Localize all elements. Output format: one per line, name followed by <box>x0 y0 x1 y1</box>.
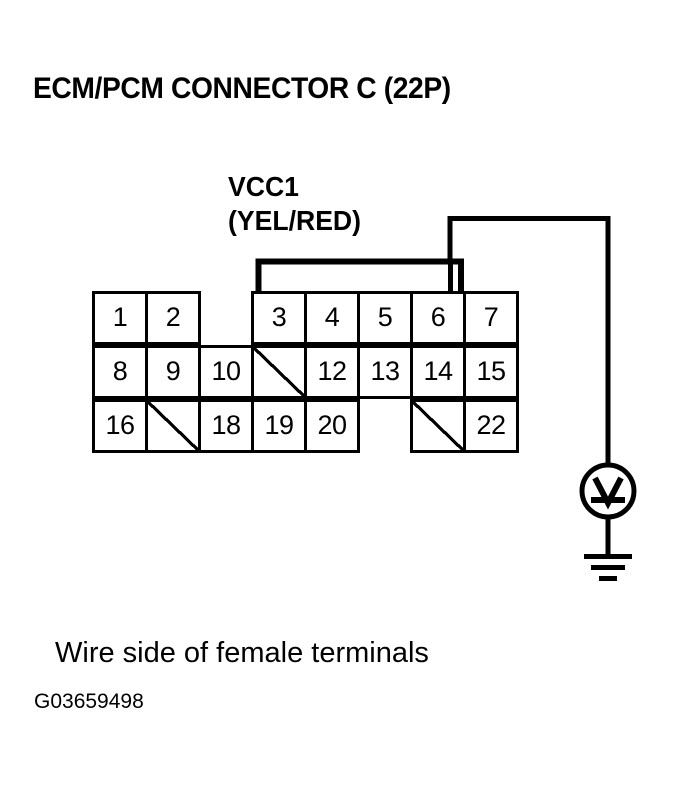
voltmeter-symbol <box>579 462 637 556</box>
terminal-number: 16 <box>105 409 135 440</box>
terminal-cell[interactable]: 10 <box>198 345 254 399</box>
terminal-row-2: 8 9 10 12 13 14 15 <box>92 345 519 399</box>
terminal-number: 9 <box>165 355 181 386</box>
terminal-cell[interactable]: 20 <box>304 399 360 453</box>
terminal-number: 7 <box>483 301 499 332</box>
connector-hood <box>255 258 464 291</box>
terminal-cell[interactable]: 4 <box>304 291 360 345</box>
terminal-cell[interactable]: 22 <box>463 399 519 453</box>
terminal-number: 10 <box>211 355 241 386</box>
unused-terminal-cell <box>145 399 201 453</box>
terminal-cell[interactable]: 13 <box>357 345 413 399</box>
terminal-gap <box>357 399 413 453</box>
terminal-cell[interactable]: 14 <box>410 345 466 399</box>
terminal-number: 1 <box>112 301 128 332</box>
terminal-number: 13 <box>370 355 400 386</box>
terminal-number: 4 <box>324 301 340 332</box>
terminal-number: 12 <box>317 355 347 386</box>
terminal-number: 8 <box>112 355 128 386</box>
figure-caption: Wire side of female terminals <box>55 637 429 669</box>
terminal-cell[interactable]: 7 <box>463 291 519 345</box>
terminal-number: 22 <box>476 409 506 440</box>
figure-id: G03659498 <box>34 690 144 713</box>
terminal-row-1: 1 2 3 4 5 6 7 <box>92 291 519 345</box>
terminal-cell[interactable]: 16 <box>92 399 148 453</box>
signal-wire-color: (YEL/RED) <box>228 205 361 236</box>
terminal-cell[interactable]: 3 <box>251 291 307 345</box>
terminal-cell[interactable]: 8 <box>92 345 148 399</box>
terminal-cell[interactable]: 19 <box>251 399 307 453</box>
terminal-cell[interactable]: 1 <box>92 291 148 345</box>
terminal-cell[interactable]: 12 <box>304 345 360 399</box>
terminal-cell[interactable]: 15 <box>463 345 519 399</box>
terminal-row-3: 16 18 19 20 22 <box>92 399 519 453</box>
signal-label: VCC1 (YEL/RED) <box>228 170 361 238</box>
terminal-cell-6[interactable]: 6 <box>410 291 466 345</box>
terminal-number: 6 <box>430 301 446 332</box>
unused-terminal-cell <box>251 345 307 399</box>
page-title: ECM/PCM CONNECTOR C (22P) <box>33 72 451 105</box>
terminal-number: 14 <box>423 355 453 386</box>
terminal-number: 2 <box>165 301 181 332</box>
terminal-cell[interactable]: 5 <box>357 291 413 345</box>
terminal-number: 15 <box>476 355 506 386</box>
unused-terminal-cell <box>410 399 466 453</box>
terminal-number: 18 <box>211 409 241 440</box>
terminal-cell[interactable]: 2 <box>145 291 201 345</box>
terminal-cell[interactable]: 9 <box>145 345 201 399</box>
terminal-number: 3 <box>271 301 287 332</box>
terminal-number: 19 <box>264 409 294 440</box>
terminal-gap <box>198 291 254 345</box>
ground-symbol <box>584 554 632 581</box>
terminal-cell[interactable]: 18 <box>198 399 254 453</box>
signal-name: VCC1 <box>228 171 299 202</box>
connector-terminal-grid: 1 2 3 4 5 6 7 8 9 10 12 13 14 15 16 18 1… <box>92 291 542 453</box>
terminal-number: 20 <box>317 409 347 440</box>
terminal-number: 5 <box>377 301 393 332</box>
